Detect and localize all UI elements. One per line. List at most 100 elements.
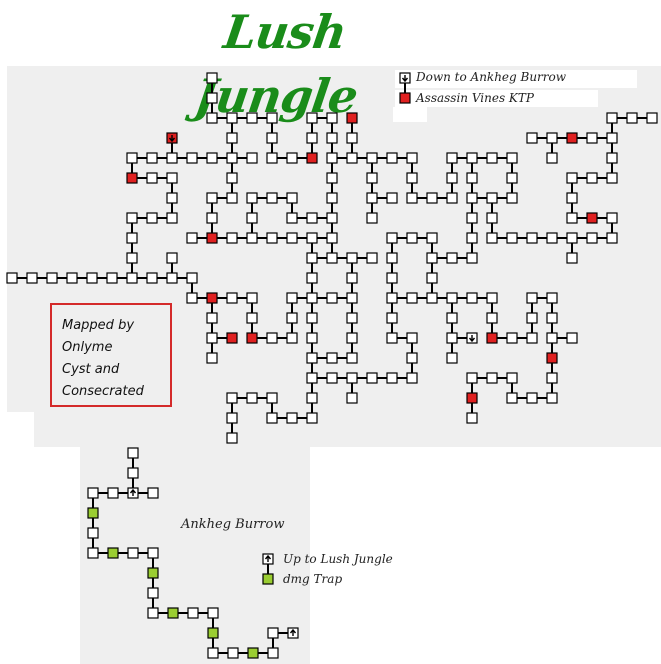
jungle-room-cell — [466, 212, 478, 224]
jungle-room-cell — [186, 272, 198, 284]
jungle-ktp-cell — [346, 112, 358, 124]
jungle-ktp-cell — [466, 392, 478, 404]
jungle-room-cell — [426, 192, 438, 204]
credit-line: Onlyme — [62, 340, 113, 355]
jungle-room-cell — [286, 332, 298, 344]
burrow-room-cell — [147, 487, 159, 499]
jungle-room-cell — [366, 172, 378, 184]
jungle-room-cell — [606, 232, 618, 244]
jungle-room-cell — [146, 152, 158, 164]
jungle-room-cell — [566, 212, 578, 224]
jungle-room-cell — [486, 212, 498, 224]
jungle-room-cell — [386, 152, 398, 164]
jungle-room-cell — [406, 152, 418, 164]
jungle-room-cell — [286, 412, 298, 424]
jungle-room-cell — [206, 92, 218, 104]
jungle-room-cell — [386, 232, 398, 244]
jungle-room-cell — [166, 272, 178, 284]
jungle-room-cell — [266, 132, 278, 144]
jungle-room-cell — [546, 132, 558, 144]
jungle-room-cell — [446, 312, 458, 324]
jungle-room-cell — [406, 292, 418, 304]
jungle-room-cell — [506, 232, 518, 244]
jungle-room-cell — [586, 172, 598, 184]
jungle-room-cell — [326, 292, 338, 304]
jungle-room-cell — [426, 252, 438, 264]
jungle-room-cell — [46, 272, 58, 284]
burrow-trap-cell — [87, 507, 99, 519]
jungle-room-cell — [226, 192, 238, 204]
jungle-ktp-cell — [586, 212, 598, 224]
jungle-room-cell — [526, 312, 538, 324]
jungle-room-cell — [226, 152, 238, 164]
jungle-room-cell — [26, 272, 38, 284]
burrow-name: Ankheg Burrow — [181, 517, 285, 532]
jungle-room-cell — [126, 212, 138, 224]
jungle-room-cell — [466, 252, 478, 264]
jungle-room-cell — [426, 272, 438, 284]
jungle-room-cell — [306, 312, 318, 324]
jungle-room-cell — [266, 152, 278, 164]
jungle-room-cell — [446, 172, 458, 184]
jungle-room-cell — [386, 332, 398, 344]
jungle-room-cell — [386, 192, 398, 204]
jungle-room-cell — [106, 272, 118, 284]
jungle-room-cell — [286, 232, 298, 244]
jungle-room-cell — [626, 112, 638, 124]
jungle-room-cell — [266, 232, 278, 244]
jungle-room-cell — [126, 272, 138, 284]
jungle-room-cell — [346, 252, 358, 264]
jungle-room-cell — [166, 152, 178, 164]
legend-bg — [395, 70, 637, 88]
down-arrow-icon — [168, 135, 176, 143]
burrow-trap-cell — [247, 647, 259, 659]
jungle-room-cell — [546, 312, 558, 324]
jungle-room-cell — [326, 112, 338, 124]
jungle-room-cell — [426, 232, 438, 244]
jungle-room-cell — [206, 152, 218, 164]
jungle-room-cell — [186, 292, 198, 304]
jungle-room-cell — [466, 232, 478, 244]
jungle-room-cell — [166, 192, 178, 204]
jungle-room-cell — [326, 132, 338, 144]
burrow-room-cell — [187, 607, 199, 619]
jungle-room-cell — [346, 332, 358, 344]
burrow-trap-cell — [107, 547, 119, 559]
burrow-room-cell — [147, 607, 159, 619]
jungle-room-cell — [406, 352, 418, 364]
jungle-room-cell — [446, 192, 458, 204]
jungle-room-cell — [366, 212, 378, 224]
legend-down-label: Down to Ankheg Burrow — [416, 70, 567, 84]
jungle-room-cell — [646, 112, 658, 124]
legend-bg — [395, 90, 598, 107]
jungle-room-cell — [186, 152, 198, 164]
burrow-room-cell — [227, 647, 239, 659]
jungle-room-cell — [246, 312, 258, 324]
jungle-room-cell — [506, 392, 518, 404]
jungle-room-cell — [346, 372, 358, 384]
legend-up-label: Up to Lush Jungle — [283, 552, 393, 566]
jungle-room-cell — [126, 252, 138, 264]
jungle-room-cell — [166, 212, 178, 224]
burrow-room-cell — [87, 487, 99, 499]
jungle-room-cell — [226, 172, 238, 184]
jungle-room-cell — [266, 392, 278, 404]
jungle-room-cell — [466, 292, 478, 304]
jungle-ktp-cell — [246, 332, 258, 344]
jungle-room-cell — [426, 292, 438, 304]
jungle-room-cell — [266, 112, 278, 124]
jungle-map-area-lower — [34, 410, 661, 447]
jungle-room-cell — [346, 292, 358, 304]
jungle-room-cell — [466, 152, 478, 164]
credit-box: Mapped by Onlyme Cyst and Consecrated — [50, 303, 172, 407]
jungle-ktp-cell — [206, 292, 218, 304]
jungle-room-cell — [546, 232, 558, 244]
jungle-room-cell — [586, 232, 598, 244]
jungle-room-cell — [386, 252, 398, 264]
jungle-room-cell — [446, 352, 458, 364]
jungle-room-cell — [606, 212, 618, 224]
jungle-room-cell — [486, 232, 498, 244]
jungle-room-cell — [546, 372, 558, 384]
jungle-room-cell — [266, 332, 278, 344]
